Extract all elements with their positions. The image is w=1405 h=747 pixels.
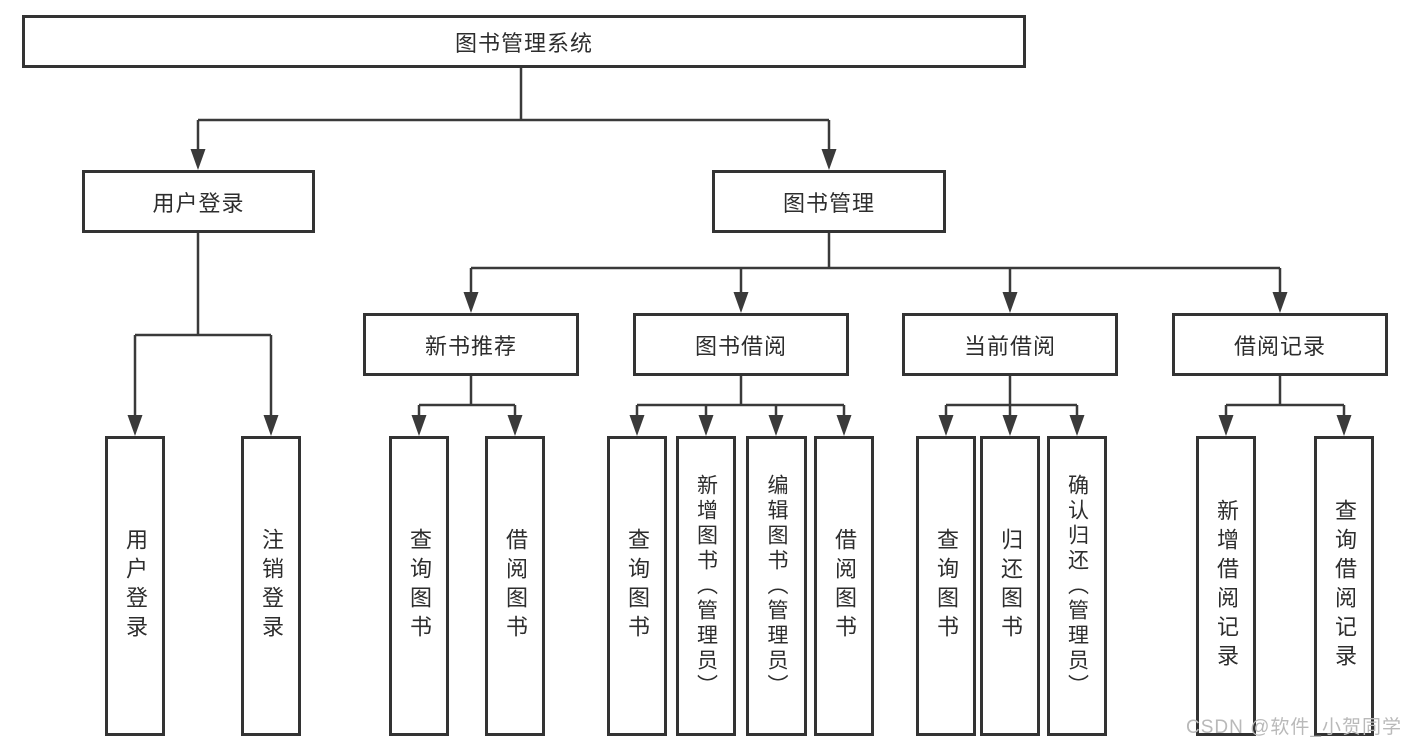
leaf-edit-book-admin-label: 编辑图书（管理员）: [765, 473, 788, 699]
leaf-add-borrow-record: 新增借阅记录: [1196, 436, 1256, 736]
leaf-query-books-recommend: 查询图书: [389, 436, 449, 736]
leaf-query-books-current: 查询图书: [916, 436, 976, 736]
node-book-borrowing: 图书借阅: [633, 313, 849, 376]
node-user-login: 用户登录: [82, 170, 315, 233]
leaf-borrow-books-label: 借阅图书: [832, 528, 857, 644]
csdn-watermark: CSDN @软件_小贺同学: [1186, 717, 1402, 738]
node-new-book-recommend-label: 新书推荐: [424, 333, 517, 359]
node-book-management-label: 图书管理: [782, 190, 875, 216]
leaf-query-books-recommend-label: 查询图书: [407, 528, 432, 644]
node-library-system: 图书管理系统: [22, 15, 1026, 68]
leaf-query-borrow-record-label: 查询借阅记录: [1332, 499, 1357, 673]
node-library-system-label: 图书管理系统: [454, 30, 593, 56]
leaf-borrow-books-recommend: 借阅图书: [485, 436, 545, 736]
node-user-login-label: 用户登录: [152, 190, 245, 216]
leaf-query-books-borrow: 查询图书: [607, 436, 667, 736]
leaf-borrow-books-recommend-label: 借阅图书: [503, 528, 528, 644]
leaf-edit-book-admin: 编辑图书（管理员）: [746, 436, 807, 736]
leaf-user-login-label: 用户登录: [123, 528, 148, 644]
node-book-borrowing-label: 图书借阅: [694, 333, 787, 359]
node-current-borrowing-label: 当前借阅: [963, 333, 1056, 359]
leaf-user-login: 用户登录: [105, 436, 165, 736]
arrowheads: [127, 149, 1352, 436]
leaf-return-book-label: 归还图书: [998, 528, 1023, 644]
leaf-logout-label: 注销登录: [259, 528, 284, 644]
leaf-add-book-admin-label: 新增图书（管理员）: [694, 473, 718, 699]
leaf-return-book: 归还图书: [980, 436, 1040, 736]
leaf-query-books-current-label: 查询图书: [934, 528, 959, 644]
leaf-query-borrow-record: 查询借阅记录: [1314, 436, 1374, 736]
node-borrowing-records-label: 借阅记录: [1233, 333, 1326, 359]
leaf-logout: 注销登录: [241, 436, 301, 736]
node-new-book-recommend: 新书推荐: [363, 313, 579, 376]
leaf-confirm-return-admin-label: 确认归还（管理员）: [1065, 473, 1089, 699]
leaf-confirm-return-admin: 确认归还（管理员）: [1047, 436, 1107, 736]
leaf-query-books-borrow-label: 查询图书: [625, 528, 650, 644]
connector-paths: [133, 68, 1346, 420]
node-borrowing-records: 借阅记录: [1172, 313, 1388, 376]
leaf-add-book-admin: 新增图书（管理员）: [676, 436, 736, 736]
leaf-add-borrow-record-label: 新增借阅记录: [1214, 499, 1239, 673]
leaf-borrow-books: 借阅图书: [814, 436, 874, 736]
node-current-borrowing: 当前借阅: [902, 313, 1118, 376]
node-book-management: 图书管理: [712, 170, 946, 233]
